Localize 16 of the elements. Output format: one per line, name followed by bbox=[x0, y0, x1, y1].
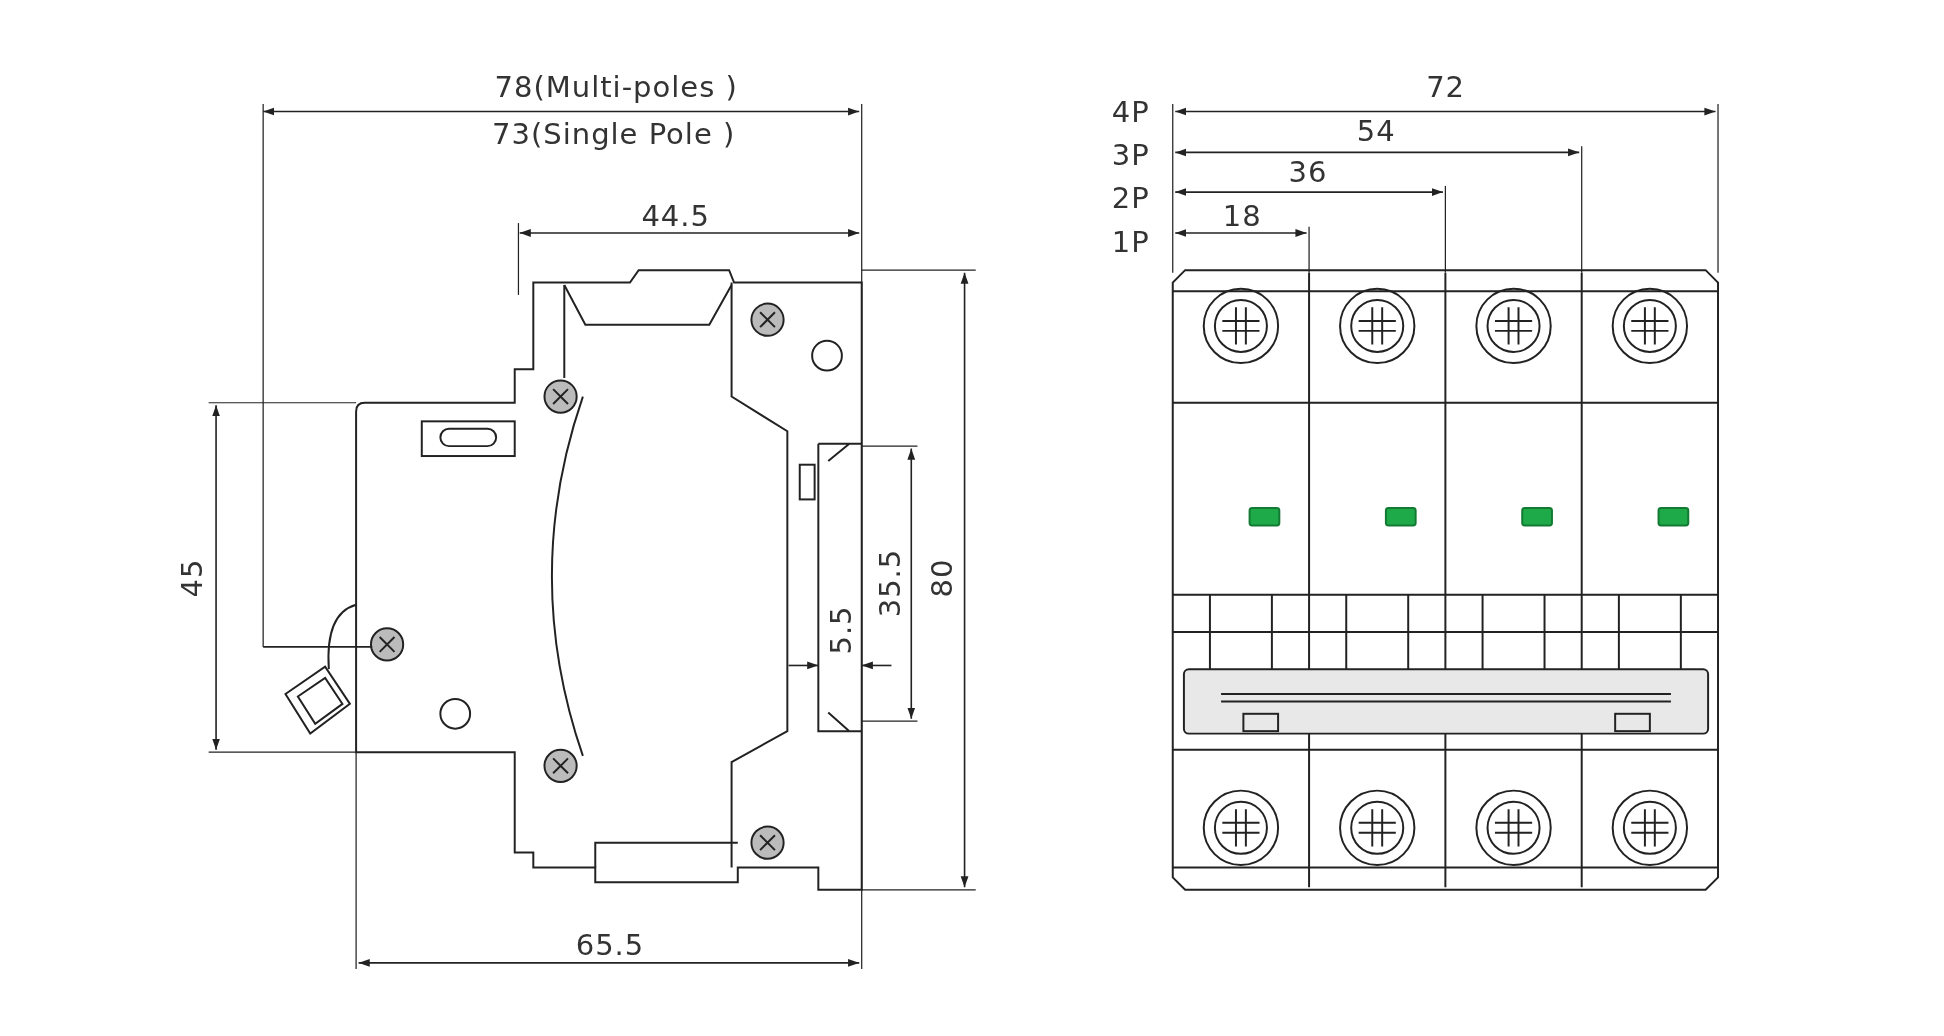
pole-count-label: 1P bbox=[1111, 227, 1150, 257]
dimension-label: 45 bbox=[177, 558, 207, 598]
dimension-label: 80 bbox=[927, 558, 957, 598]
pole-count-label: 3P bbox=[1111, 140, 1150, 170]
dimension-label: 65.5 bbox=[575, 930, 645, 960]
pole-count-label: 2P bbox=[1111, 183, 1150, 213]
dimension-label: 36 bbox=[1288, 157, 1328, 187]
dimension-label: 54 bbox=[1356, 116, 1396, 146]
dimension-label: 73(Single Pole ) bbox=[492, 119, 736, 149]
dimension-label: 44.5 bbox=[641, 201, 710, 231]
dimension-label: 5.5 bbox=[826, 605, 856, 655]
pole-count-label: 4P bbox=[1111, 97, 1150, 127]
dimension-label: 78(Multi-poles ) bbox=[494, 72, 738, 102]
dimension-label: 18 bbox=[1222, 201, 1262, 231]
dimension-label: 35.5 bbox=[875, 548, 905, 617]
dimension-label: 72 bbox=[1426, 72, 1466, 102]
